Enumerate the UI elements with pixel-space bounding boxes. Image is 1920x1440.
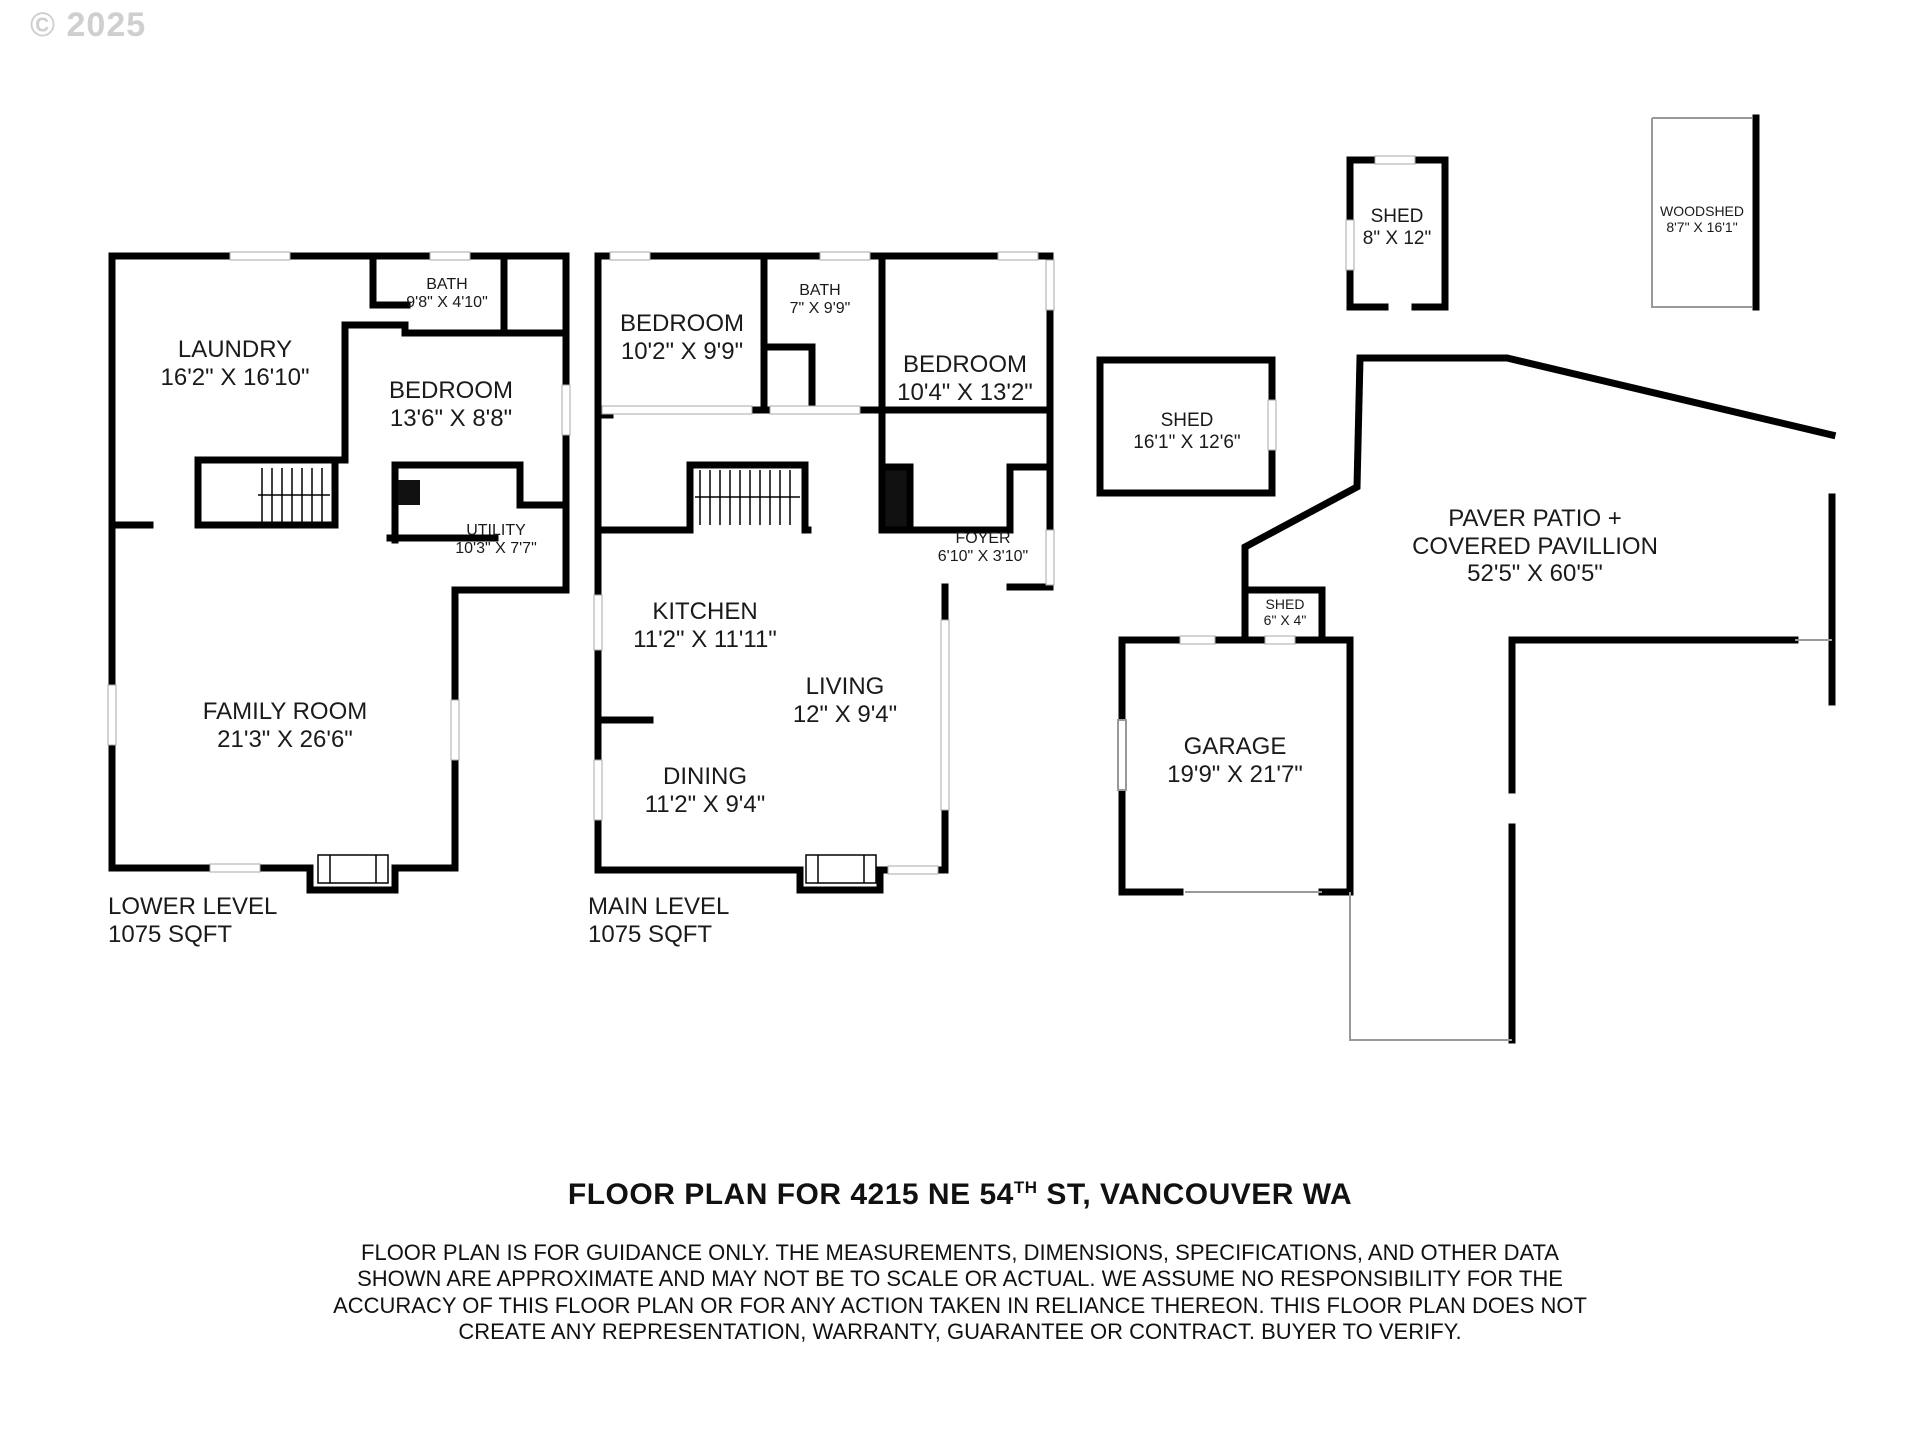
room-living: LIVING 12" X 9'4" xyxy=(775,673,915,728)
room-name: BATH xyxy=(799,282,841,299)
room-laundry: LAUNDRY 16'2" X 16'10" xyxy=(150,336,320,391)
room-bedroom-main-1: BEDROOM 10'2" X 9'9" xyxy=(612,310,752,365)
room-dining: DINING 11'2" X 9'4" xyxy=(635,763,775,818)
room-dims: 11'2" X 9'4" xyxy=(644,790,766,818)
room-name: SHED xyxy=(1265,596,1305,612)
lower-chimney xyxy=(398,480,420,505)
room-dims: 10'4" X 13'2" xyxy=(897,378,1033,406)
room-name: BEDROOM xyxy=(902,351,1027,378)
room-dims: 8" X 12" xyxy=(1362,227,1432,249)
room-name: BEDROOM xyxy=(388,377,513,404)
lower-fireplace xyxy=(317,854,389,884)
room-dims: 12" X 9'4" xyxy=(792,700,898,728)
disclaimer-text: FLOOR PLAN IS FOR GUIDANCE ONLY. THE MEA… xyxy=(333,1240,1587,1345)
room-name: SHED xyxy=(1160,410,1214,431)
room-name: FOYER xyxy=(955,530,1011,547)
room-bath-lower: BATH 9'8" X 4'10" xyxy=(392,276,502,313)
page-title: FLOOR PLAN FOR 4215 NE 54TH ST, VANCOUVE… xyxy=(0,1178,1920,1212)
room-bath-main: BATH 7" X 9'9" xyxy=(775,282,865,319)
room-kitchen: KITCHEN 11'2" X 11'11" xyxy=(630,598,780,653)
level-name: LOWER LEVEL xyxy=(108,893,278,920)
room-dims: 9'8" X 4'10" xyxy=(406,294,488,312)
main-windows xyxy=(593,251,1055,875)
room-name: SHED xyxy=(1370,206,1424,227)
title-suffix: ST, VANCOUVER WA xyxy=(1037,1178,1353,1211)
room-utility: UTILITY 10'3" X 7'7" xyxy=(446,522,546,559)
room-shed-large: SHED 16'1" X 12'6" xyxy=(1112,410,1262,454)
room-dims: 6" X 4" xyxy=(1263,612,1307,629)
room-dims: 16'1" X 12'6" xyxy=(1133,431,1241,453)
main-fireplace xyxy=(805,854,877,884)
room-patio: PAVER PATIO + COVERED PAVILLION 52'5" X … xyxy=(1390,505,1680,588)
room-name: DINING xyxy=(663,763,747,790)
room-foyer: FOYER 6'10" X 3'10" xyxy=(928,530,1038,567)
room-name: FAMILY ROOM xyxy=(202,698,368,725)
room-name: UTILITY xyxy=(466,522,526,539)
room-name: PAVER PATIO + xyxy=(1448,505,1622,532)
outbuilding-windows xyxy=(1179,155,1416,645)
main-stairs xyxy=(695,470,800,525)
room-dims: 21'3" X 26'6" xyxy=(217,725,353,753)
room-name: WOODSHED xyxy=(1660,203,1744,219)
room-family-room: FAMILY ROOM 21'3" X 26'6" xyxy=(190,698,380,753)
room-woodshed: WOODSHED 8'7" X 16'1" xyxy=(1650,203,1754,235)
room-bedroom-lower: BEDROOM 13'6" X 8'8" xyxy=(376,377,526,432)
outbuilding-thin-lines xyxy=(1117,117,1832,1041)
copyright-watermark: © 2025 xyxy=(30,6,147,44)
level-area: 1075 SQFT xyxy=(108,920,233,948)
room-name: GARAGE xyxy=(1183,733,1287,760)
room-dims: 19'9" X 21'7" xyxy=(1167,760,1303,788)
room-dims: 16'2" X 16'10" xyxy=(160,363,310,391)
level-area: 1075 SQFT xyxy=(588,920,713,948)
room-dims: 8'7" X 16'1" xyxy=(1666,219,1738,236)
room-name-2: COVERED PAVILLION xyxy=(1412,532,1658,560)
room-shed-small: SHED 8" X 12" xyxy=(1352,206,1442,250)
lower-windows xyxy=(107,251,571,873)
lower-stairs xyxy=(258,468,330,522)
room-dims: 10'2" X 9'9" xyxy=(620,337,744,365)
room-garage: GARAGE 19'9" X 21'7" xyxy=(1150,733,1320,788)
room-bedroom-main-2: BEDROOM 10'4" X 13'2" xyxy=(890,351,1040,406)
title-prefix: FLOOR PLAN FOR 4215 NE 54 xyxy=(567,1178,1014,1211)
room-dims: 6'10" X 3'10" xyxy=(937,548,1029,566)
room-dims: 10'3" X 7'7" xyxy=(455,540,537,558)
room-dims: 7" X 9'9" xyxy=(789,300,851,318)
room-dims: 11'2" X 11'11" xyxy=(633,625,777,653)
room-name: LIVING xyxy=(805,673,885,700)
room-dims: 52'5" X 60'5" xyxy=(1467,560,1603,588)
room-name: BATH xyxy=(426,276,468,293)
room-dims: 13'6" X 8'8" xyxy=(389,404,513,432)
room-name: BEDROOM xyxy=(619,310,744,337)
title-superscript: TH xyxy=(1013,1178,1038,1197)
room-name: KITCHEN xyxy=(652,598,758,625)
level-name: MAIN LEVEL xyxy=(588,893,730,920)
main-level-caption: MAIN LEVEL 1075 SQFT xyxy=(588,893,729,948)
lower-level-caption: LOWER LEVEL 1075 SQFT xyxy=(108,893,277,948)
room-name: LAUNDRY xyxy=(177,336,293,363)
room-shed-tiny: SHED 6" X 4" xyxy=(1250,596,1320,628)
